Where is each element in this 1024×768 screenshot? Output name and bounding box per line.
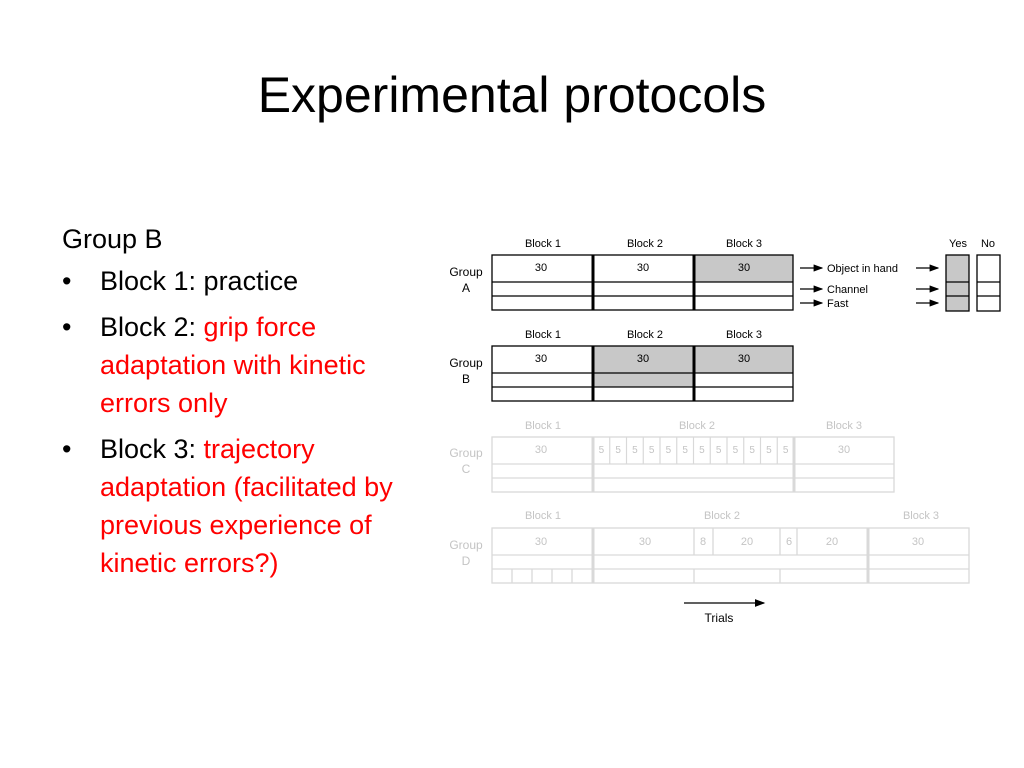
group-c-value-first: 30 [535,444,547,456]
group-a-value-2: 30 [637,262,649,274]
shaded-cell [694,346,793,373]
group-c-five-value: 5 [632,445,638,456]
group-b-block-1-label: Block 1 [525,329,561,341]
bullet-block-3: • Block 3: trajectory adaptation (facili… [62,430,402,582]
group-c-value-last: 30 [838,444,850,456]
trials-label: Trials [705,611,734,625]
group-d-value-1: 30 [535,536,547,548]
slide-title: Experimental protocols [257,67,767,123]
group-d-value-2: 30 [639,536,651,548]
content-text: Group B • Block 1: practice • Block 2: g… [62,220,402,590]
bullet-prefix: Block 1: [100,266,204,296]
shaded-cell [694,255,793,282]
yes-label: Yes [949,238,967,250]
group-a-value-3: 30 [738,262,750,274]
group-a-letter: A [462,281,470,295]
group-d-value-5: 6 [786,536,792,548]
group-a-block-3-label: Block 3 [726,238,762,250]
shaded-cell [593,373,694,387]
group-c-block-3-label: Block 3 [826,420,862,432]
bullet-text: practice [203,266,299,296]
group-c-five-value: 5 [649,445,655,456]
group-c-letter: C [462,462,471,476]
group-b-value-1: 30 [535,353,547,365]
group-c-label: Group [449,446,483,460]
group-d-value-6: 20 [826,536,838,548]
group-d-block-2-label: Block 2 [704,510,740,522]
group-a-block-1-label: Block 1 [525,238,561,250]
group-c-five-value: 5 [599,445,605,456]
bullet-prefix: Block 2: [100,312,204,342]
group-c-block-2-label: Block 2 [679,420,715,432]
group-c-five-value: 5 [682,445,688,456]
group-d: Block 1 Block 2 Block 3 Group D 30 30 8 … [449,510,970,584]
group-a: Block 1 Block 2 Block 3 Yes No Group A 3… [449,238,1001,312]
group-c-five-value: 5 [716,445,722,456]
group-a-value-1: 30 [535,262,547,274]
group-d-block-1-label: Block 1 [525,510,561,522]
group-d-value-3: 8 [700,536,706,548]
group-b-value-2: 30 [637,353,649,365]
group-d-value-7: 30 [912,536,924,548]
group-d-block-3-label: Block 3 [903,510,939,522]
group-c-five-value: 5 [666,445,672,456]
group-b-label: Group [449,356,483,370]
group-b-block-3-label: Block 3 [726,329,762,341]
group-b: Block 1 Block 2 Block 3 Group B 30 30 30 [449,329,794,402]
group-d-letter: D [462,554,471,568]
bullet-dot: • [62,266,72,296]
group-b-letter: B [462,372,470,386]
bullet-dot: • [62,312,72,342]
row-label-fast: Fast [827,298,848,310]
no-label: No [981,238,995,250]
bullet-prefix: Block 3: [100,434,204,464]
yes-column [945,254,970,312]
group-d-label: Group [449,538,483,552]
trials-axis: Trials [684,599,766,625]
group-c-block-1-label: Block 1 [525,420,561,432]
no-column [976,254,1001,312]
group-a-label: Group [449,265,483,279]
group-heading: Group B [62,224,163,254]
bullet-block-1: • Block 1: practice [62,262,402,300]
group-b-value-3: 30 [738,353,750,365]
row-label-object-in-hand: Object in hand [827,263,898,275]
group-c-five-value: 5 [733,445,739,456]
shaded-cell [593,346,694,373]
group-a-block-2-label: Block 2 [627,238,663,250]
group-b-block-2-label: Block 2 [627,329,663,341]
group-c-five-value: 5 [615,445,621,456]
group-d-value-4: 20 [741,536,753,548]
bullet-block-2: • Block 2: grip force adaptation with ki… [62,308,402,422]
bullet-highlight-text: trajectory adaptation (facilitated by pr… [100,434,393,578]
bullet-highlight-text: grip force adaptation with kinetic error… [100,312,366,418]
bullet-dot: • [62,434,72,464]
group-c-five-value: 5 [766,445,772,456]
group-c-five-value: 5 [749,445,755,456]
group-c-five-value: 5 [699,445,705,456]
row-label-channel: Channel [827,284,868,296]
group-c-five-value: 5 [783,445,789,456]
